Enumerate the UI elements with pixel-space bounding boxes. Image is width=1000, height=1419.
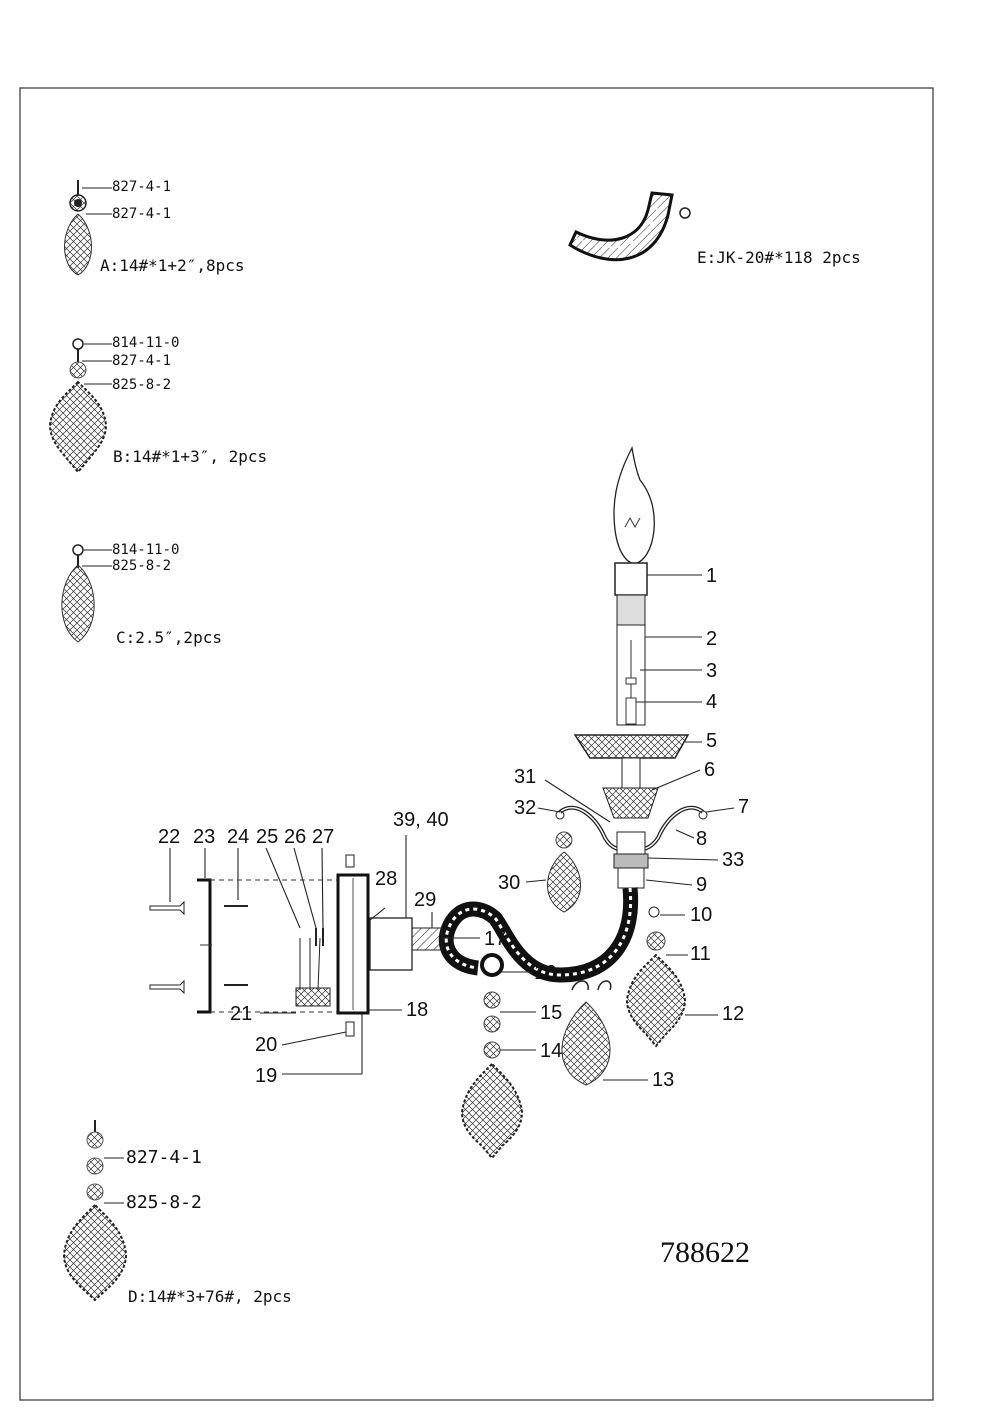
variant-e-caption: E:JK-20#*118 2pcs bbox=[697, 248, 861, 267]
part-number: 10 bbox=[690, 904, 713, 926]
part-number: 28 bbox=[375, 868, 398, 890]
part-number: 14 bbox=[540, 1040, 563, 1062]
part-number: 2 bbox=[706, 628, 718, 650]
part-number: 8 bbox=[696, 828, 708, 850]
part-number: 23 bbox=[193, 826, 216, 848]
variant-b-drawing bbox=[48, 338, 112, 474]
variant-c-label-2: 825-8-2 bbox=[112, 558, 172, 574]
variant-d-label-2: 825-8-2 bbox=[126, 1192, 202, 1213]
variant-a-label-1: 827-4-1 bbox=[112, 179, 172, 195]
part-number: 20 bbox=[255, 1034, 278, 1056]
part-number: 15 bbox=[540, 1002, 563, 1024]
part-number: 17 bbox=[484, 928, 507, 950]
part-number: 18 bbox=[406, 999, 429, 1021]
variant-c-drawing bbox=[61, 544, 112, 643]
part-number: 4 bbox=[706, 691, 718, 713]
variant-d-label-1: 827-4-1 bbox=[126, 1147, 202, 1168]
part-number: 25 bbox=[256, 826, 279, 848]
variant-d-caption: D:14#*3+76#, 2pcs bbox=[128, 1287, 292, 1306]
part-number: 39, 40 bbox=[393, 809, 449, 831]
variant-b-caption: B:14#*1+3″, 2pcs bbox=[113, 447, 268, 466]
part-number: 19 bbox=[255, 1065, 278, 1087]
variant-a-caption: A:14#*1+2″,8pcs bbox=[100, 256, 245, 275]
part-number: 3 bbox=[706, 660, 718, 682]
page-border bbox=[19, 87, 934, 1401]
part-number: 27 bbox=[312, 826, 335, 848]
variant-a-label-2: 827-4-1 bbox=[112, 206, 172, 222]
part-number: 1 bbox=[706, 565, 718, 587]
variant-d-drawing bbox=[62, 1120, 128, 1302]
variant-e-drawing bbox=[568, 191, 691, 262]
part-number: 9 bbox=[696, 874, 708, 896]
part-number: 22 bbox=[158, 826, 181, 848]
part-number: 5 bbox=[706, 730, 718, 752]
variant-b-label-3: 825-8-2 bbox=[112, 377, 172, 393]
part-number: 7 bbox=[738, 796, 750, 818]
part-number: 11 bbox=[690, 943, 711, 965]
variant-b-label-1: 814-11-0 bbox=[112, 335, 180, 351]
part-number: 16 bbox=[534, 962, 557, 984]
part-number: 29 bbox=[414, 889, 437, 911]
part-number: 30 bbox=[498, 872, 521, 894]
part-number: 12 bbox=[722, 1003, 745, 1025]
variant-a-drawing bbox=[64, 180, 112, 276]
part-number: 26 bbox=[284, 826, 307, 848]
part-number: 21 bbox=[230, 1003, 253, 1025]
part-number: 32 bbox=[514, 797, 537, 819]
part-number: 24 bbox=[227, 826, 250, 848]
part-number: 31 bbox=[514, 766, 537, 788]
part-number: 13 bbox=[652, 1069, 675, 1091]
fixture-drawing bbox=[149, 446, 735, 1160]
variant-c-caption: C:2.5″,2pcs bbox=[116, 628, 222, 647]
model-number: 788622 bbox=[660, 1236, 750, 1269]
variant-c-label-1: 814-11-0 bbox=[112, 542, 180, 558]
variant-b-label-2: 827-4-1 bbox=[112, 353, 172, 369]
part-number: 6 bbox=[704, 759, 716, 781]
part-number: 33 bbox=[722, 849, 745, 871]
